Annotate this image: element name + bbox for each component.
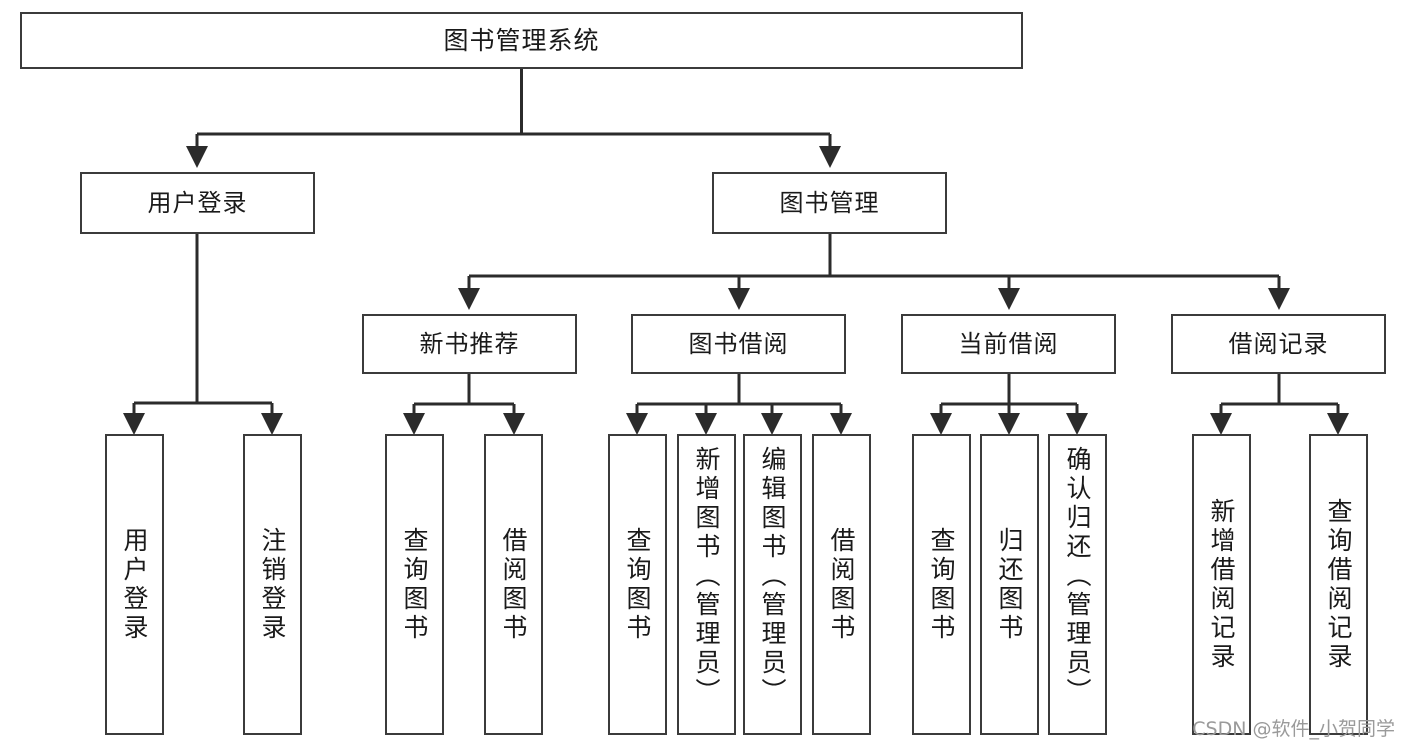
leaf-user-login[interactable]: 用户登录 <box>105 434 164 735</box>
node-label: 当前借阅 <box>958 329 1059 358</box>
leaf-borrow-book-recommend[interactable]: 借阅图书 <box>484 434 543 735</box>
node-label: 新书推荐 <box>419 329 520 358</box>
node-book-management[interactable]: 图书管理 <box>712 172 947 234</box>
leaf-user-logout[interactable]: 注销登录 <box>243 434 302 735</box>
node-label: 用户登录 <box>147 188 248 217</box>
node-label: 编辑图书（管理员） <box>758 446 787 707</box>
leaf-query-book-recommend[interactable]: 查询图书 <box>385 434 444 735</box>
node-label: 查询图书 <box>400 526 429 643</box>
leaf-return-book[interactable]: 归还图书 <box>980 434 1039 735</box>
node-book-borrow[interactable]: 图书借阅 <box>631 314 846 374</box>
node-label: 归还图书 <box>995 526 1024 643</box>
node-label: 查询图书 <box>623 526 652 643</box>
leaf-add-borrow-record[interactable]: 新增借阅记录 <box>1192 434 1251 735</box>
csdn-watermark: CSDN @软件_小贺同学 <box>1192 718 1395 740</box>
node-borrow-record[interactable]: 借阅记录 <box>1171 314 1386 374</box>
leaf-confirm-return-admin[interactable]: 确认归还（管理员） <box>1048 434 1107 735</box>
leaf-query-borrow-record[interactable]: 查询借阅记录 <box>1309 434 1368 735</box>
node-label: 新增图书（管理员） <box>692 446 721 707</box>
node-label: 确认归还（管理员） <box>1063 446 1092 707</box>
leaf-add-book-admin[interactable]: 新增图书（管理员） <box>677 434 736 735</box>
leaf-edit-book-admin[interactable]: 编辑图书（管理员） <box>743 434 802 735</box>
node-label: 新增借阅记录 <box>1207 497 1236 672</box>
node-current-borrow[interactable]: 当前借阅 <box>901 314 1116 374</box>
node-label: 借阅图书 <box>827 526 856 643</box>
node-root-book-management-system[interactable]: 图书管理系统 <box>20 12 1023 69</box>
leaf-borrow-book[interactable]: 借阅图书 <box>812 434 871 735</box>
node-label: 用户登录 <box>120 526 149 643</box>
node-label: 借阅图书 <box>499 526 528 643</box>
node-label: 借阅记录 <box>1228 329 1329 358</box>
node-user-login[interactable]: 用户登录 <box>80 172 315 234</box>
node-label: 查询图书 <box>927 526 956 643</box>
leaf-query-book-current[interactable]: 查询图书 <box>912 434 971 735</box>
node-new-book-recommend[interactable]: 新书推荐 <box>362 314 577 374</box>
node-label: 图书管理 <box>779 188 880 217</box>
node-label: 图书管理系统 <box>443 25 600 55</box>
leaf-query-book-borrow[interactable]: 查询图书 <box>608 434 667 735</box>
node-label: 图书借阅 <box>688 329 789 358</box>
node-label: 查询借阅记录 <box>1324 497 1353 672</box>
node-label: 注销登录 <box>258 526 287 643</box>
